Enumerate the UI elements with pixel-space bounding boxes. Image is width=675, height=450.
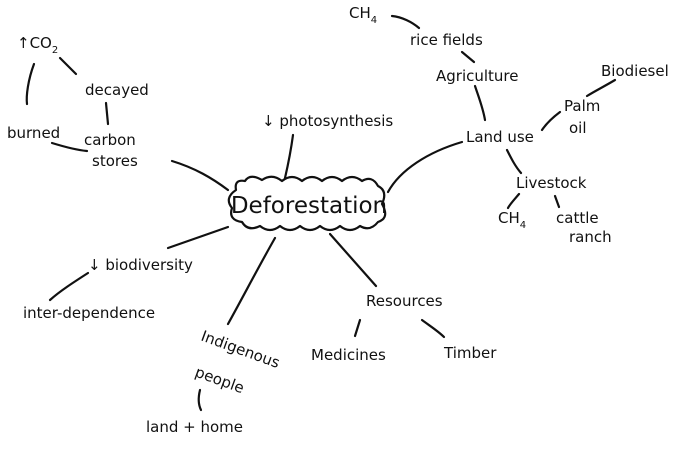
- biodiversity-label: ↓ biodiversity: [88, 256, 193, 274]
- livestock-label: Livestock: [516, 174, 587, 192]
- central-cloud-outline: [227, 175, 387, 232]
- co2-prefix: ↑CO: [17, 34, 52, 52]
- co2-subscript: 2: [52, 45, 58, 56]
- land-use-label: Land use: [466, 128, 534, 146]
- connector-resources-medicines: [353, 318, 362, 338]
- connectors: [25, 14, 617, 412]
- connector-biodiversity-interdependence: [48, 271, 90, 302]
- connector-resources-timber: [420, 318, 446, 339]
- co2-label: ↑CO2: [17, 34, 58, 56]
- palm-label: Palm: [564, 97, 600, 115]
- connector-landuse-livestock: [505, 148, 523, 175]
- connector-carbon-deforestation: [170, 159, 230, 192]
- people-label: people: [193, 363, 247, 397]
- ch4-subscript: 4: [371, 15, 377, 26]
- livestock-ch4-main: CH: [498, 209, 520, 227]
- livestock-ch4-label: CH4: [498, 209, 526, 231]
- ranch-label: ranch: [569, 228, 612, 246]
- connector-burned-carbon: [50, 141, 89, 153]
- connector-decayed-carbon: [104, 101, 110, 126]
- medicines-label: Medicines: [311, 346, 386, 364]
- connector-rice-agriculture: [460, 50, 476, 64]
- connector-deforestation-indigenous: [226, 236, 277, 326]
- photosynthesis-label: ↓ photosynthesis: [262, 112, 393, 130]
- connector-landuse-deforestation: [386, 140, 464, 194]
- rice-fields-label: rice fields: [410, 31, 483, 49]
- agriculture-label: Agriculture: [436, 67, 519, 85]
- biodiesel-label: Biodiesel: [601, 62, 669, 80]
- central-topic: Deforestation: [231, 193, 387, 219]
- indigenous-label: Indigenous: [199, 327, 283, 372]
- connector-livestock-cattle: [553, 194, 561, 209]
- burned-label: burned: [7, 124, 60, 142]
- connector-indigenous-landhome: [197, 388, 203, 412]
- cattle-label: cattle: [556, 209, 599, 227]
- stores-label: stores: [92, 152, 138, 170]
- ch4-main: CH: [349, 4, 371, 22]
- livestock-ch4-subscript: 4: [520, 220, 526, 231]
- connector-agriculture-landuse: [473, 84, 487, 122]
- oil-label: oil: [569, 119, 587, 137]
- connector-photosynthesis-deforestation: [283, 133, 295, 180]
- connector-co2-burned: [25, 62, 36, 106]
- connector-co2-decayed: [58, 56, 78, 76]
- timber-label: Timber: [443, 344, 497, 362]
- connector-deforestation-resources: [328, 232, 378, 288]
- ch4-methane-label: CH4: [349, 4, 377, 26]
- decayed-label: decayed: [85, 81, 149, 99]
- carbon-label: carbon: [84, 131, 136, 149]
- connector-deforestation-biodiversity: [166, 225, 230, 250]
- land-home-label: land + home: [146, 418, 243, 436]
- connector-ch4-rice: [390, 14, 421, 30]
- connector-livestock-ch4: [506, 192, 521, 210]
- resources-label: Resources: [366, 292, 443, 310]
- connector-biodiesel-palm: [585, 78, 617, 98]
- connector-palm-landuse: [540, 110, 562, 132]
- interdependence-label: inter-dependence: [23, 304, 155, 322]
